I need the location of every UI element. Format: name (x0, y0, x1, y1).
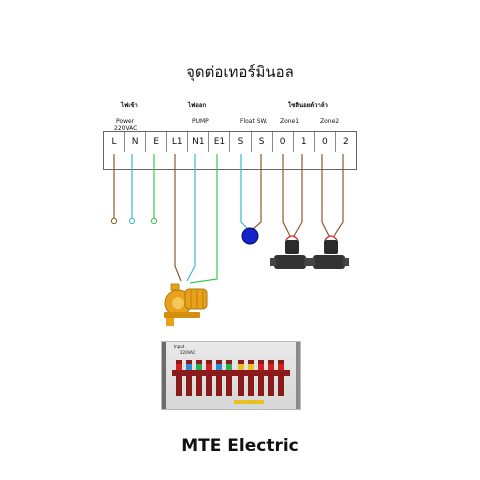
float-switch-icon (241, 227, 259, 245)
wire-zone2-common (321, 154, 330, 237)
power-voltage-label: 220VAC (114, 125, 138, 132)
solenoid-valve-zone2-icon (309, 235, 349, 269)
brand-name: MTE Electric (181, 436, 299, 456)
input-l-terminal-icon (110, 217, 118, 225)
terminal-strip-base (103, 152, 357, 170)
photo-terminal-rail-icon (162, 342, 300, 409)
terminal-s-a: S (230, 132, 252, 152)
terminal-zone2: 2 (343, 137, 349, 147)
group-input-label: ไฟเข้า (121, 102, 138, 109)
wire-zone1 (293, 154, 303, 237)
wire-e1-pump (189, 154, 218, 284)
terminal-zone1-common: 0 (273, 132, 294, 152)
power-label: Power (116, 118, 135, 125)
terminal-s-b: S (252, 132, 273, 152)
terminal-block-photo: Input 220VAC (161, 341, 301, 410)
wire-float-s2 (251, 154, 262, 231)
terminal-strip: L N E L1 N1 E1 S S 0 1 0 2 (103, 131, 357, 153)
terminal-l1: L1 (167, 132, 189, 152)
zone1-label: Zone1 (280, 118, 300, 125)
wire-zone1-common (282, 154, 291, 237)
zone2-label: Zone2 (320, 118, 340, 125)
diagram-title: จุดต่อเทอร์มินอล (186, 63, 294, 81)
terminal-e1: E1 (209, 132, 231, 152)
input-n-terminal-icon (128, 217, 136, 225)
group-solenoid-label: โซลินอยด์วาล์ว (288, 102, 328, 109)
wire-zone2 (333, 154, 344, 237)
float-switch-label: Float SW. (240, 118, 268, 125)
terminal-zone2-common: 0 (315, 132, 336, 152)
terminal-zone1: 1 (294, 132, 315, 152)
wire-n1-pump (186, 154, 196, 282)
pump-label: PUMP (192, 118, 209, 125)
terminal-e: E (146, 132, 168, 152)
photo-input-label: Input (174, 344, 185, 349)
terminal-l: L (104, 132, 126, 152)
photo-voltage-label: 220VAC (180, 350, 196, 355)
wire-float-s1 (240, 154, 250, 231)
terminal-n1: N1 (188, 132, 210, 152)
group-output-label: ไฟออก (188, 102, 207, 109)
water-pump-icon (164, 283, 208, 326)
terminal-n: N (125, 132, 147, 152)
wire-l1-pump (174, 154, 182, 282)
solenoid-valve-zone1-icon (270, 235, 310, 269)
input-e-terminal-icon (150, 217, 158, 225)
